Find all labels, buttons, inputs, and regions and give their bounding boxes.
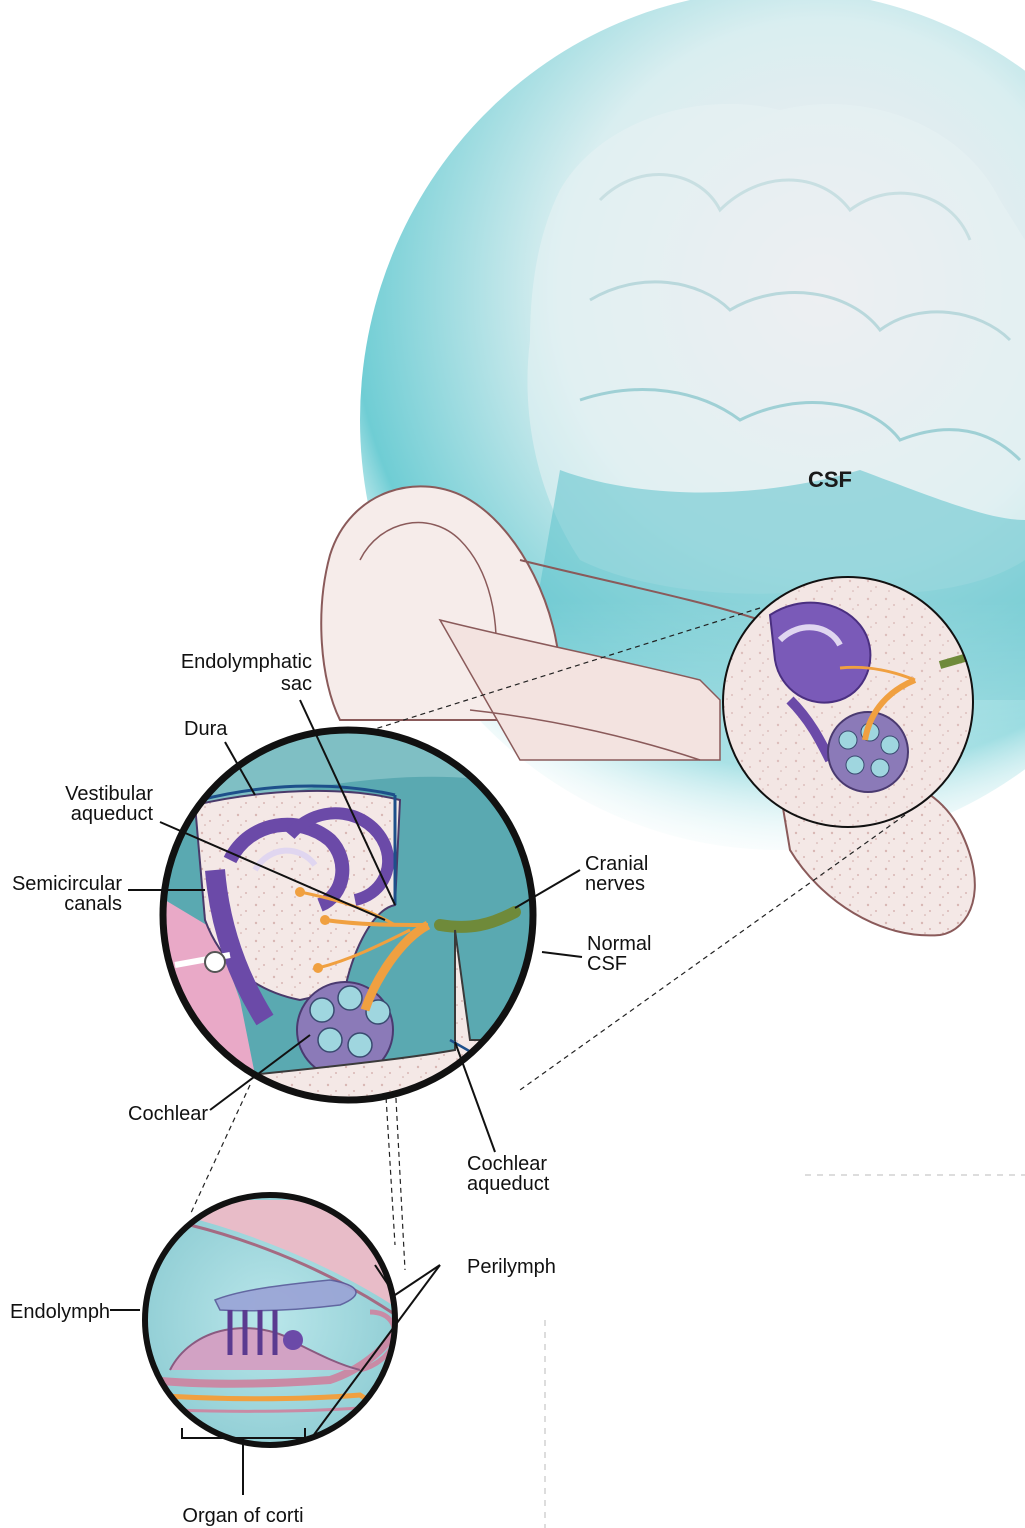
- label-vestibular-aqueduct-line2: aqueduct: [71, 803, 154, 825]
- guide-marks: [545, 1175, 1025, 1528]
- label-cranial-nerves-line1: Cranial: [585, 853, 648, 875]
- label-normal-csf-line1: Normal: [587, 933, 651, 955]
- label-cochlear-aqueduct-line2: aqueduct: [467, 1173, 550, 1195]
- label-normal-csf-line2: CSF: [587, 953, 627, 975]
- label-vestibular-aqueduct-line1: Vestibular: [65, 783, 153, 805]
- label-endolymphatic-sac-line1: Endolymphatic: [181, 651, 312, 673]
- label-semicircular-canals-line2: canals: [64, 893, 122, 915]
- label-endolymph: Endolymph: [10, 1301, 110, 1323]
- small-detail-circle: [145, 1195, 400, 1445]
- label-dura: Dura: [184, 718, 228, 740]
- label-perilymph: Perilymph: [467, 1256, 556, 1278]
- label-cranial-nerves-line2: nerves: [585, 873, 645, 895]
- label-endolymphatic-sac-line2: sac: [281, 673, 312, 695]
- label-cochlear-aqueduct-line1: Cochlear: [467, 1153, 547, 1175]
- label-semicircular-canals-line1: Semicircular: [12, 873, 122, 895]
- label-csf: CSF: [808, 467, 852, 492]
- label-organ-of-corti: Organ of corti: [182, 1505, 303, 1527]
- label-cochlear: Cochlear: [128, 1103, 208, 1125]
- large-detail-circle: [160, 730, 540, 1110]
